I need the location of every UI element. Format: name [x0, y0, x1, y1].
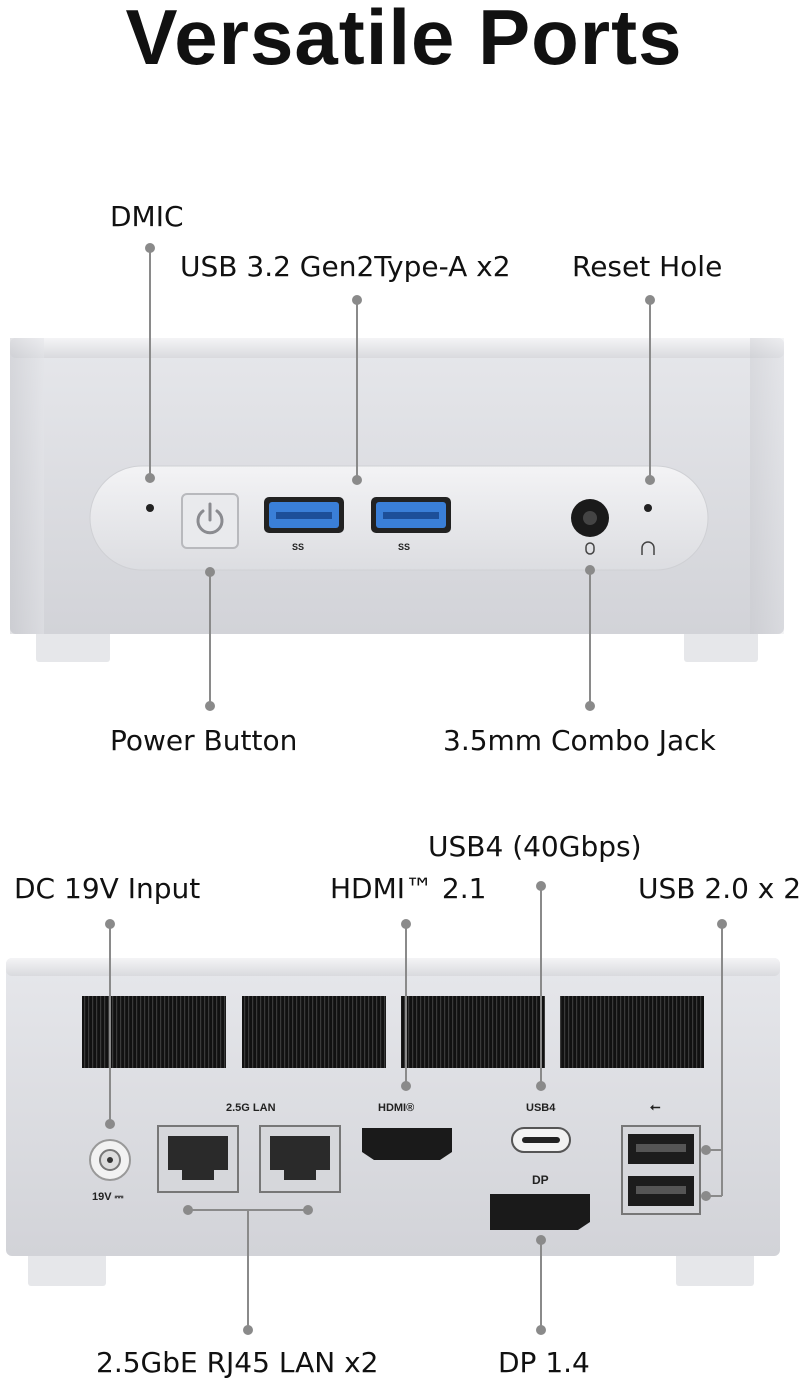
usb20-ports — [621, 1125, 701, 1215]
lan-mark: 2.5G LAN — [226, 1102, 276, 1114]
vent-2 — [242, 996, 386, 1068]
label-combo-jack: 3.5mm Combo Jack — [443, 724, 716, 757]
label-dc-input: DC 19V Input — [14, 872, 201, 905]
rear-device: 19V ⎓ 2.5G LAN HDMI® USB4 DP ⭠ — [6, 881, 780, 1335]
usb-symbol-icon: ⭠ — [650, 1099, 661, 1114]
page-title: Versatile Ports — [125, 0, 683, 81]
reset-hole — [644, 504, 652, 512]
usb-a-port-2 — [371, 497, 451, 533]
hdmi-port — [362, 1128, 452, 1160]
label-reset: Reset Hole — [572, 250, 723, 283]
front-foot-right — [684, 628, 758, 662]
headphone-icon — [641, 541, 655, 555]
dp-mark: DP — [532, 1173, 549, 1187]
label-usb4: USB4 (40Gbps) — [428, 830, 642, 863]
power-icon — [196, 509, 224, 535]
label-dmic: DMIC — [110, 200, 184, 233]
usb-a-port-1 — [264, 497, 344, 533]
rear-foot-left — [28, 1252, 106, 1286]
usb-ss-mark-2: SS — [398, 542, 410, 552]
label-hdmi: HDMI™ 2.1 — [330, 872, 487, 905]
vent-4 — [560, 996, 704, 1068]
label-usb32: USB 3.2 Gen2Type-A x2 — [180, 250, 511, 283]
label-power: Power Button — [110, 724, 298, 757]
mic-icon — [585, 542, 595, 555]
label-dp: DP 1.4 — [498, 1346, 590, 1379]
label-lan: 2.5GbE RJ45 LAN x2 — [96, 1346, 379, 1379]
front-device: SS SS — [10, 243, 784, 711]
usb-ss-mark-1: SS — [292, 542, 304, 552]
vent-3 — [401, 996, 545, 1068]
label-usb20: USB 2.0 x 2 — [638, 872, 802, 905]
vent-1 — [82, 996, 226, 1068]
dc-mark: 19V ⎓ — [92, 1191, 124, 1203]
dp-port — [490, 1194, 590, 1230]
hdmi-mark: HDMI® — [378, 1102, 414, 1114]
lan-port-1 — [157, 1125, 239, 1193]
lan-port-2 — [259, 1125, 341, 1193]
dmic-hole — [146, 504, 154, 512]
front-foot-left — [36, 628, 110, 662]
rear-foot-right — [676, 1252, 754, 1286]
usb4-mark: USB4 — [526, 1102, 556, 1114]
